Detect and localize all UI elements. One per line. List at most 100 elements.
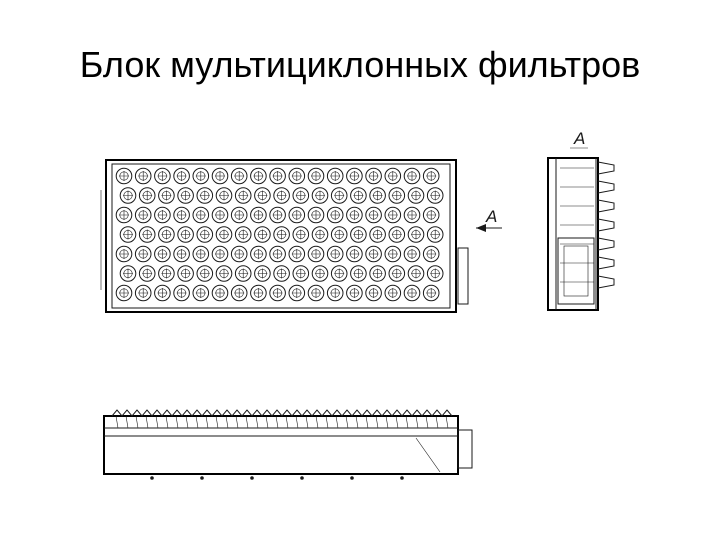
cyclone-circle — [365, 284, 382, 302]
cyclone-circle — [311, 226, 329, 243]
cyclone-circle — [388, 265, 406, 282]
cyclone-circle — [288, 167, 306, 185]
cyclone-crosshair — [291, 171, 302, 181]
cyclone-circle — [288, 284, 306, 302]
elevation-teeth-outline — [111, 409, 453, 417]
cyclone-crosshair — [349, 249, 360, 259]
cyclone-crosshair — [276, 190, 287, 201]
cyclone-circle — [138, 226, 156, 243]
cyclone-crosshair — [295, 268, 306, 279]
cyclone-circle — [230, 284, 248, 302]
cyclone-circle — [250, 206, 267, 224]
cyclone-crosshair — [123, 229, 133, 240]
elevation-tube — [155, 415, 159, 429]
slide-title: Блок мультициклонных фильтров — [79, 44, 641, 85]
cyclone-circle — [192, 206, 210, 224]
elevation-tube — [135, 415, 139, 429]
cyclone-circle — [426, 187, 444, 204]
cyclone-circle — [196, 226, 214, 243]
cyclone-crosshair — [372, 268, 383, 279]
cyclone-circle — [211, 245, 229, 263]
elevation-tube — [385, 415, 389, 429]
cyclone-circle — [330, 226, 348, 243]
elevation-tube — [215, 415, 219, 429]
cyclone-circle — [426, 226, 444, 243]
cyclone-crosshair — [234, 210, 245, 220]
elevation-feet — [150, 476, 404, 480]
cyclone-circle — [326, 206, 344, 224]
cyclone-circle — [230, 206, 248, 224]
cyclone-circle — [422, 167, 440, 185]
elevation-tube — [325, 415, 329, 429]
cyclone-circle — [407, 187, 425, 204]
side-view-cyclone-cones — [560, 161, 615, 289]
cyclone-circle — [254, 187, 271, 204]
cyclone-circle — [250, 284, 267, 302]
cyclone-crosshair — [195, 210, 206, 220]
cyclone-crosshair — [391, 229, 402, 240]
cyclone-circle — [426, 265, 444, 282]
cyclone-crosshair — [426, 210, 437, 220]
cyclone-circle — [403, 284, 421, 302]
cyclone-circle — [346, 206, 363, 224]
cyclone-crosshair — [142, 190, 153, 201]
side-view-outlet-inner — [563, 245, 589, 297]
cyclone-crosshair — [334, 229, 345, 240]
cyclone-crosshair — [238, 229, 249, 240]
cyclone-crosshair — [372, 229, 383, 240]
cyclone-crosshair — [176, 171, 187, 181]
cyclone-circle — [307, 245, 325, 263]
cyclone-circle — [369, 226, 386, 243]
cyclone-crosshair — [123, 268, 133, 279]
cyclone-crosshair — [161, 268, 172, 279]
section-view-label: А — [573, 129, 585, 148]
cyclone-circle — [211, 284, 229, 302]
cyclone-circle — [269, 206, 286, 224]
elevation-tube — [445, 415, 449, 429]
cyclone-crosshair — [199, 229, 210, 240]
elevation-tube — [225, 415, 229, 429]
cyclone-crosshair — [253, 210, 264, 220]
cyclone-crosshair — [349, 288, 360, 298]
cyclone-crosshair — [426, 171, 437, 181]
cyclone-circle — [307, 167, 325, 185]
cyclone-circle — [234, 187, 252, 204]
cyclone-crosshair — [253, 171, 264, 181]
cyclone-crosshair — [123, 190, 133, 201]
cyclone-circle — [119, 187, 137, 204]
cyclone-crosshair — [199, 190, 210, 201]
cyclone-crosshair — [272, 249, 283, 259]
elevation-tube — [415, 415, 419, 429]
cyclone-circle — [177, 226, 194, 243]
cyclone-circle — [365, 245, 382, 263]
elevation-tube — [345, 415, 349, 429]
cyclone-crosshair — [138, 288, 149, 298]
cyclone-crosshair — [368, 171, 379, 181]
cyclone-circle — [134, 284, 152, 302]
cyclone-circle — [192, 167, 210, 185]
cyclone-crosshair — [295, 229, 306, 240]
side-cone — [597, 275, 615, 289]
cyclone-crosshair — [238, 268, 249, 279]
cyclone-circle — [403, 206, 421, 224]
cyclone-crosshair — [257, 268, 268, 279]
cyclone-crosshair — [215, 210, 225, 220]
cyclone-circle — [177, 187, 194, 204]
side-cone — [597, 218, 615, 232]
cyclone-crosshair — [161, 229, 172, 240]
cyclone-circle — [273, 226, 290, 243]
elevation-tube — [205, 415, 209, 429]
elevation-tube — [425, 415, 429, 429]
side-view-housing — [547, 157, 599, 311]
cyclone-circle — [422, 206, 440, 224]
cyclone-circle — [388, 187, 406, 204]
cyclone-circle — [154, 245, 171, 263]
cyclone-crosshair — [276, 268, 287, 279]
cyclone-crosshair — [411, 190, 421, 201]
cyclone-circle — [384, 206, 402, 224]
cyclone-crosshair — [272, 210, 283, 220]
elevation-tube — [305, 415, 309, 429]
cyclone-crosshair — [315, 268, 325, 279]
elevation-tube — [245, 415, 249, 429]
cyclone-crosshair — [291, 249, 302, 259]
